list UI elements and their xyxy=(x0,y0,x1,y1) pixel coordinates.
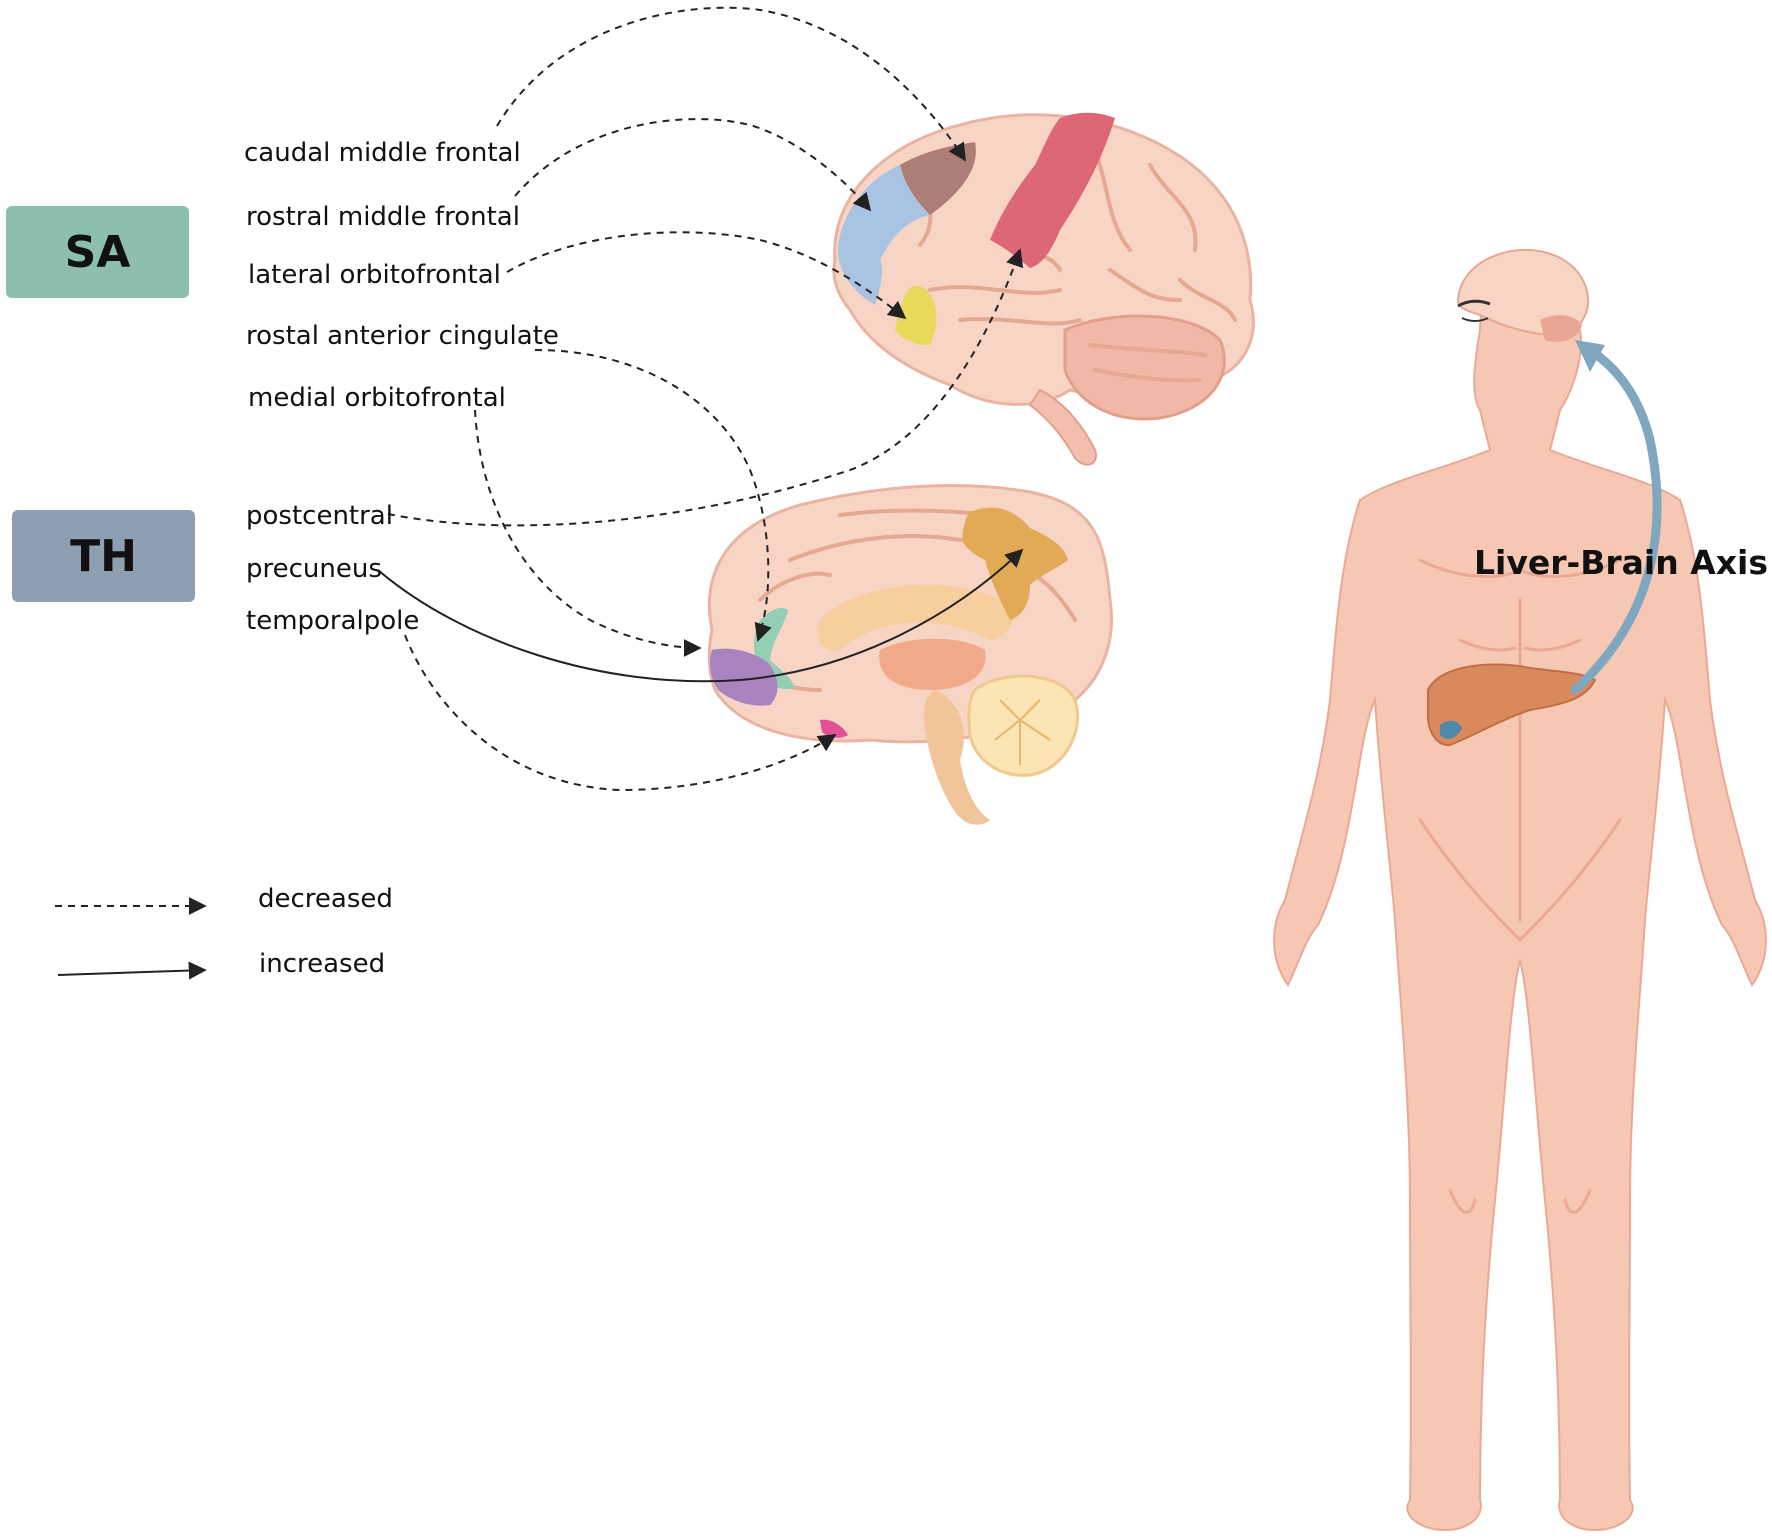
human-figure xyxy=(1273,248,1767,1532)
medial-brain-stem xyxy=(923,690,990,825)
liver-brain-axis-label: Liver-Brain Axis xyxy=(1474,543,1768,582)
liver xyxy=(1427,663,1597,747)
region-label-temporalpole: temporalpole xyxy=(246,606,420,636)
region-label-medial-orbitofrontal: medial orbitofrontal xyxy=(248,383,506,413)
legend-decreased-label: decreased xyxy=(258,884,393,914)
group-label-th: TH xyxy=(70,530,137,582)
medial-brain-thalamus xyxy=(879,638,986,690)
medial-brain xyxy=(707,484,1113,825)
arrow-postcentral xyxy=(387,248,1024,527)
arrow-precuneus xyxy=(377,548,1024,683)
body-contours xyxy=(1418,558,1622,1214)
arrow-rostal-anterior-cingulate xyxy=(534,349,772,642)
body-brain-cerebellum xyxy=(1540,315,1582,342)
lateral-brain-stem xyxy=(1028,388,1097,466)
arrow-medial-orbitofrontal xyxy=(474,409,702,657)
region-label-caudal-middle-frontal: caudal middle frontal xyxy=(244,138,521,168)
arrow-caudal-middle-frontal xyxy=(496,6,966,162)
eye xyxy=(1461,317,1489,322)
region-label-postcentral: postcentral xyxy=(246,501,393,531)
region-lateral-orbitofrontal xyxy=(895,285,937,345)
group-box-sa: SA xyxy=(6,206,189,298)
medial-brain-cerebellum-tree xyxy=(994,699,1051,765)
lateral-brain-cerebellum xyxy=(1063,314,1226,421)
gallbladder xyxy=(1440,720,1462,740)
region-label-rostral-middle-frontal: rostral middle frontal xyxy=(246,202,520,232)
eyebrow xyxy=(1457,299,1491,308)
arrow-temporalpole xyxy=(404,634,837,792)
region-medial-orbitofrontal xyxy=(710,648,778,706)
liver-brain-axis-arrowhead xyxy=(1575,340,1605,372)
region-postcentral xyxy=(990,112,1115,268)
region-label-lateral-orbitofrontal: lateral orbitofrontal xyxy=(248,260,501,290)
region-label-precuneus: precuneus xyxy=(246,554,382,584)
lateral-brain xyxy=(832,112,1255,466)
liver-brain-axis-arrow xyxy=(1570,345,1662,695)
legend-increased-label: increased xyxy=(259,949,386,979)
legend-lines xyxy=(55,897,207,980)
medial-brain-cerebellum xyxy=(967,674,1080,777)
arrow-rostral-middle-frontal xyxy=(514,118,872,212)
group-box-th: TH xyxy=(12,510,195,602)
region-label-rostal-anterior-cingulate: rostal anterior cingulate xyxy=(246,321,559,351)
medial-brain-corpus-callosum xyxy=(817,584,1013,651)
head-hair-brain xyxy=(1456,248,1590,337)
legend-increased-line xyxy=(57,961,207,980)
region-temporalpole xyxy=(820,719,848,738)
group-label-sa: SA xyxy=(64,226,131,278)
connections xyxy=(377,6,1024,792)
